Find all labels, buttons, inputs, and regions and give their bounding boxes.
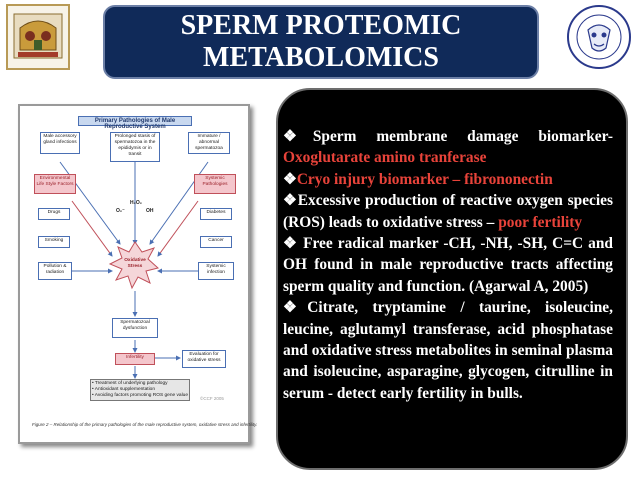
figure-box-systemic: Systemic Pathologies — [194, 174, 236, 194]
list-item: ❖Excessive production of reactive oxygen… — [283, 190, 613, 233]
list-item: ❖ Free radical marker -CH, -NH, -SH, C=C… — [283, 233, 613, 297]
figure-box-infection: Systemic infection — [198, 262, 234, 280]
figure-box-accessory: Male accessory gland infections — [40, 132, 80, 154]
figure-box-oxidative: Oxidative Stress — [124, 258, 146, 269]
figure-caption: Figure 2 – Relationship of the primary p… — [32, 422, 258, 427]
figure-box-dysfunction: Spermatozoal dysfunction — [112, 318, 158, 338]
bullet-diamond-icon: ❖ — [283, 128, 313, 145]
item-highlight: poor fertility — [498, 213, 583, 231]
figure-box-treatment: • Treatment of underlying pathology • An… — [90, 379, 190, 401]
figure-box-evaluation: Evaluation for oxidative stress — [182, 350, 226, 368]
text-panel — [276, 88, 628, 470]
list-item: ❖Sperm membrane damage biomarker- Oxoglu… — [283, 126, 613, 169]
figure-title: Primary Pathologies of Male Reproductive… — [78, 116, 192, 130]
pathology-figure: Primary Pathologies of Male Reproductive… — [30, 116, 258, 432]
item-highlight: Cryo injury biomarker – fibrononectin — [296, 170, 553, 188]
figure-box-pollution: Pollution & radiation — [38, 262, 72, 280]
figure-box-immature: Immature / abnormal spermatozoa — [188, 132, 230, 154]
molecule-oh: OH — [146, 208, 154, 214]
list-item: ❖Cryo injury biomarker – fibrononectin — [283, 169, 613, 190]
figure-box-diabetes: Diabetes — [200, 208, 232, 220]
bullet-diamond-icon: ❖ — [283, 235, 299, 253]
molecule-o2: O₂⁻ — [116, 208, 125, 214]
biomarker-list: ❖Sperm membrane damage biomarker- Oxoglu… — [283, 126, 613, 404]
figure-box-drugs: Drugs — [38, 208, 70, 220]
emblem-icon — [13, 13, 63, 59]
bullet-diamond-icon: ❖ — [283, 170, 297, 188]
figure-box-environmental: Environmental Life Style Factors — [34, 174, 76, 194]
figure-watermark: ©CCF 2005 — [200, 396, 224, 401]
bullet-diamond-icon: ❖ — [283, 192, 298, 210]
figure-box-infertility: Infertility — [115, 353, 155, 365]
list-item: ❖Citrate, tryptamine / taurine, isoleuci… — [283, 297, 613, 404]
slide-title: SPERM PROTEOMIC METABOLOMICS — [180, 10, 462, 73]
item-text: Excessive production of reactive oxygen … — [283, 192, 613, 231]
slide-title-box: SPERM PROTEOMIC METABOLOMICS — [103, 5, 539, 79]
university-logo-left — [6, 4, 70, 70]
figure-box-cancer: Cancer — [200, 236, 232, 248]
figure-arrows — [59, 161, 209, 379]
molecule-h2o2: H₂O₂ — [130, 200, 142, 206]
item-text: Free radical marker -CH, -NH, -SH, C=C a… — [283, 235, 613, 295]
bullet-diamond-icon: ❖ — [283, 299, 308, 317]
university-logo-right — [566, 4, 632, 70]
item-highlight: Oxoglutarate amino tranferase — [283, 149, 487, 167]
figure-box-smoking: Smoking — [38, 236, 70, 248]
figure-box-stasis: Prolonged stasis of spermatozoa in the e… — [110, 132, 160, 162]
item-text: Sperm membrane damage biomarker- — [312, 128, 613, 145]
oxidative-stress-burst — [108, 241, 160, 290]
item-text: Citrate, tryptamine / taurine, isoleucin… — [283, 299, 613, 402]
seal-icon — [567, 5, 631, 69]
